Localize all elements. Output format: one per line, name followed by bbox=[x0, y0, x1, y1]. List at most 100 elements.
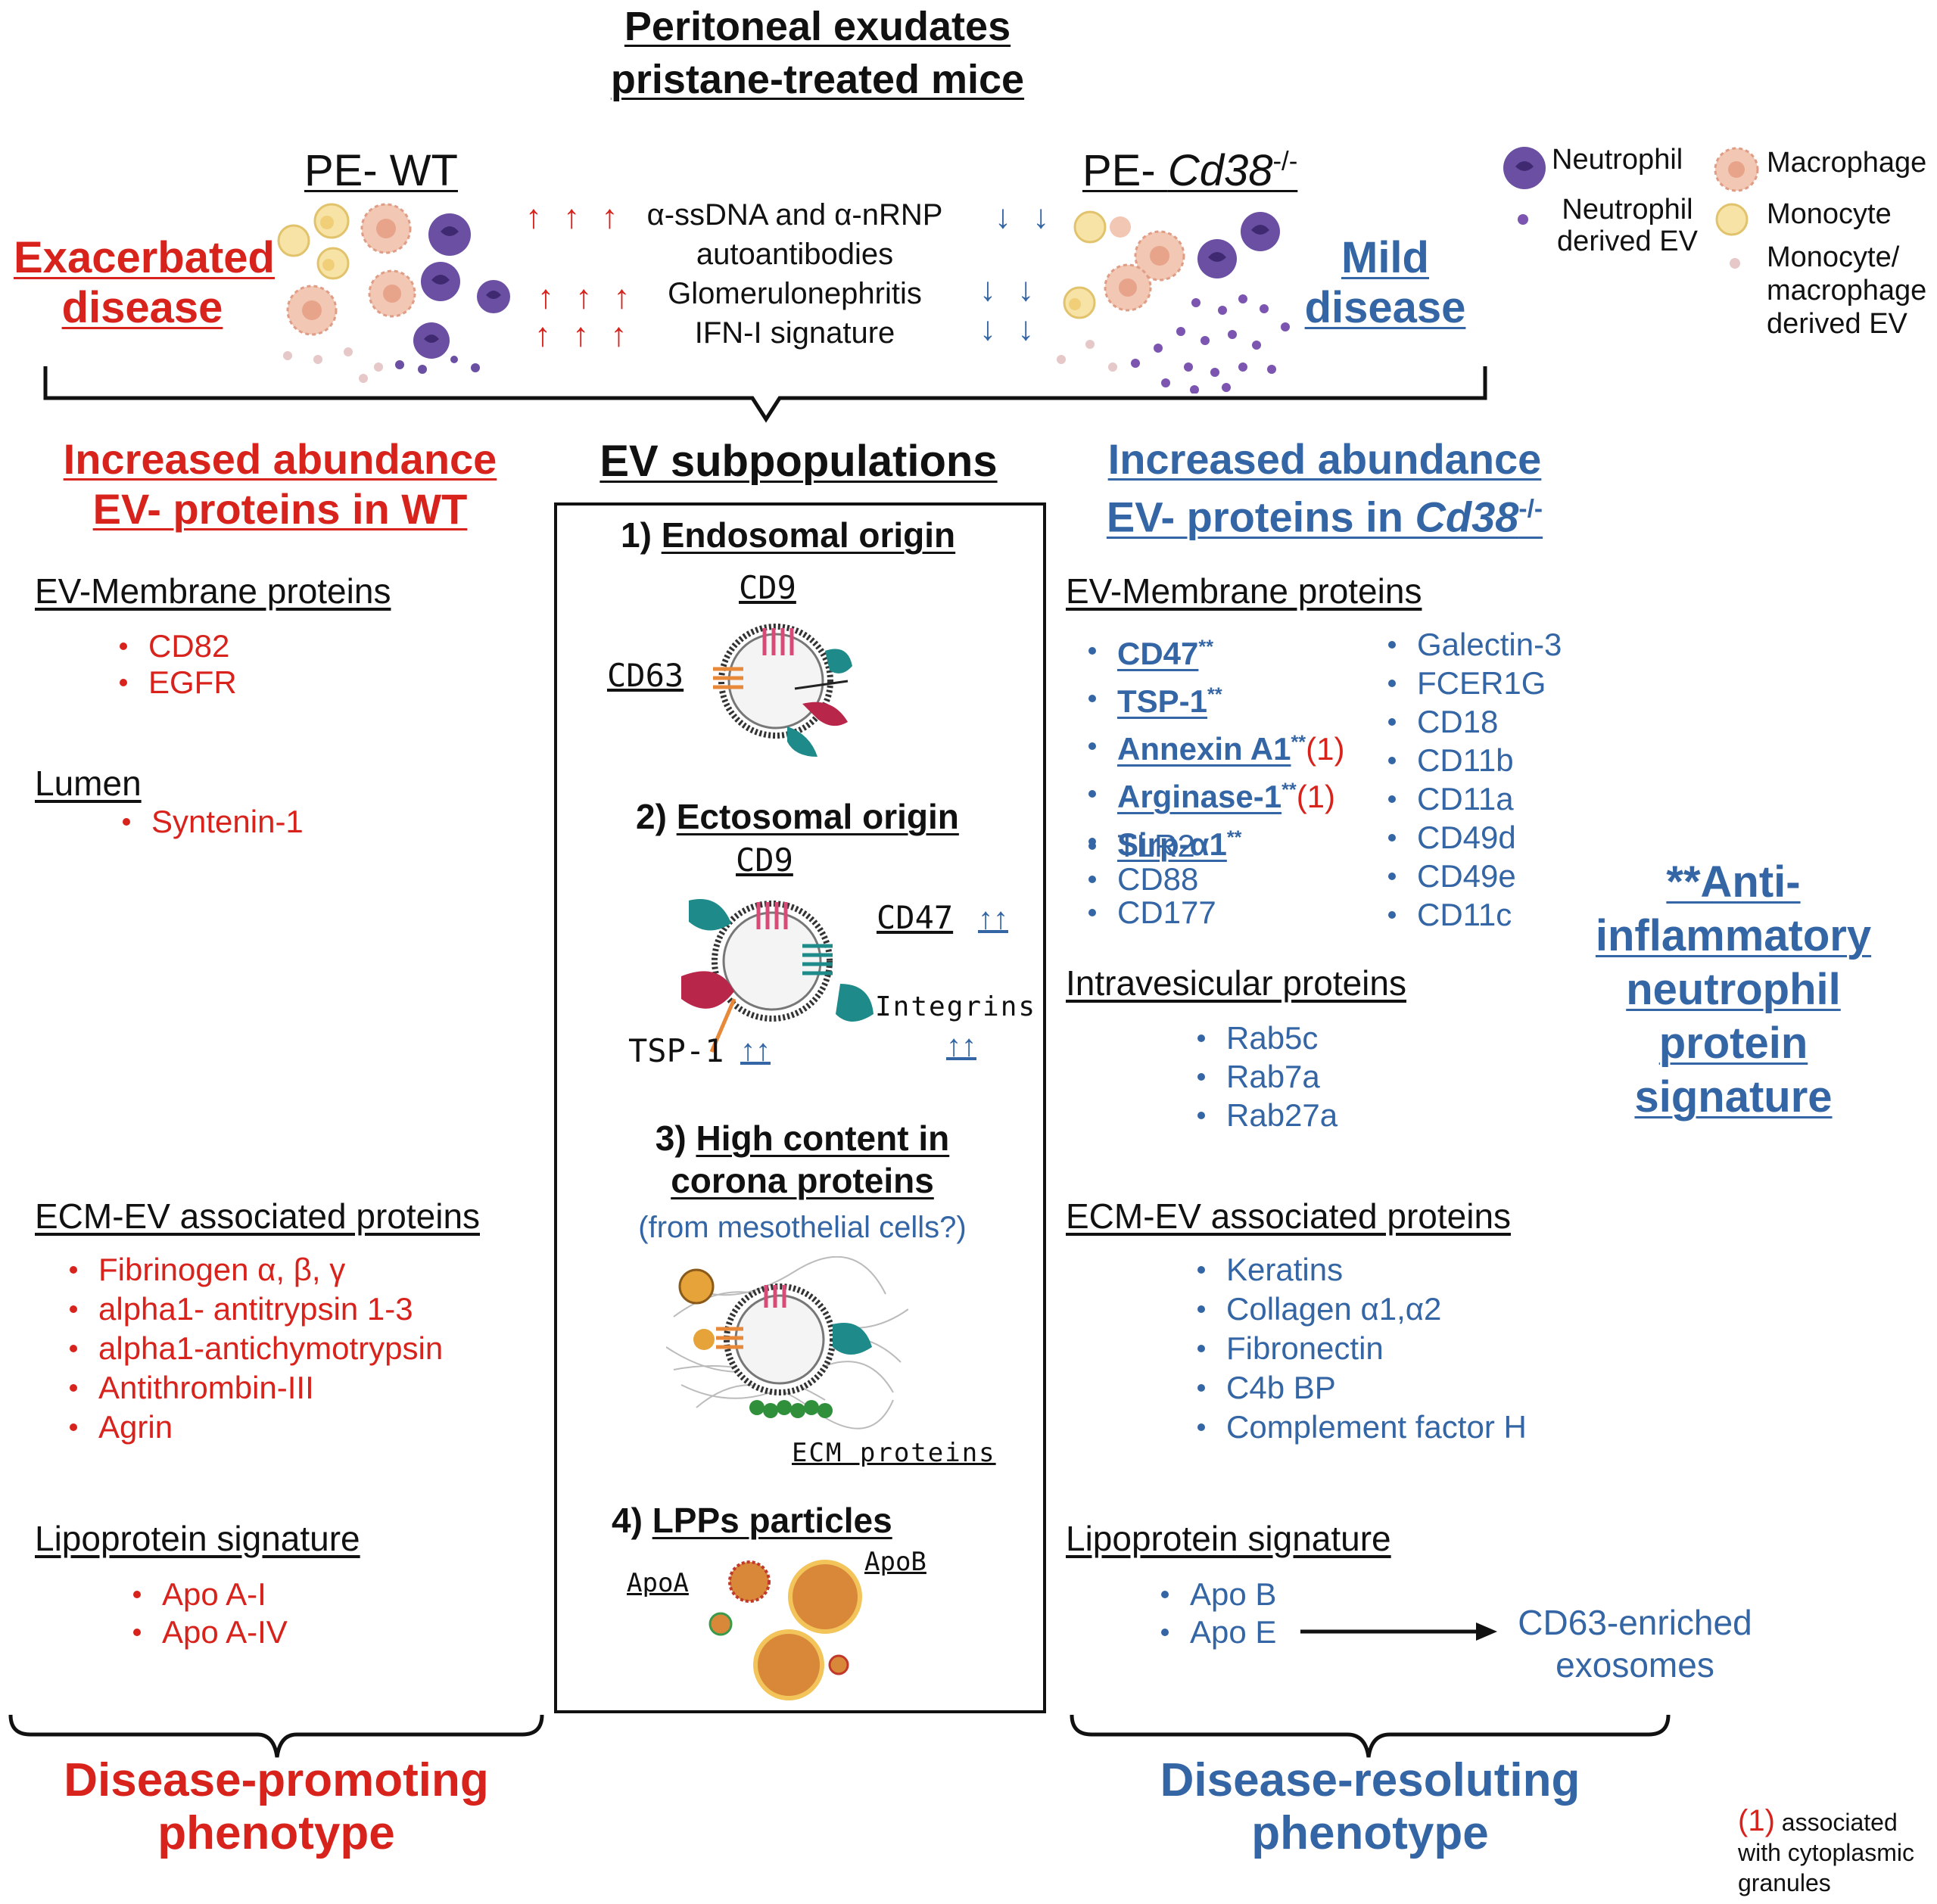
left-lumen-heading: Lumen bbox=[35, 764, 142, 803]
list-item: Rab27a bbox=[1191, 1096, 1338, 1134]
right-membrane-col1-bold: CD47** TSP-1** Annexin A1**(1) Arginase-… bbox=[1082, 627, 1344, 865]
list-item: Apo B bbox=[1155, 1576, 1276, 1613]
mono-ev-legend-icon bbox=[1730, 258, 1740, 269]
footnote: (1) associated with cytoplasmic granules bbox=[1738, 1806, 1914, 1898]
list-item: Rab7a bbox=[1191, 1057, 1338, 1096]
left-header-1: Increased abundance bbox=[63, 435, 497, 483]
right-header-2-prefix: EV- proteins in bbox=[1106, 493, 1415, 541]
neutrophil-ev-legend-icon bbox=[1518, 214, 1528, 225]
neutrophil-legend-icon bbox=[1503, 147, 1546, 189]
left-lipo-heading: Lipoprotein signature bbox=[35, 1519, 360, 1558]
endosomal-ev-icon bbox=[713, 624, 852, 757]
up-arrows-1: ↑ ↑ ↑ bbox=[525, 198, 624, 235]
list-item: C4b BP bbox=[1191, 1368, 1527, 1408]
prot-name: Arginase-1 bbox=[1117, 779, 1282, 814]
list-item: Sirp-α1** bbox=[1082, 817, 1344, 865]
lpp-particles-icon bbox=[708, 1560, 862, 1700]
list-item: Fibrinogen α, β, γ bbox=[64, 1250, 443, 1290]
mild-disease: Mild disease bbox=[1287, 233, 1484, 333]
disease-effects: α-ssDNA and α-nRNP autoantibodies Glomer… bbox=[606, 195, 984, 353]
down-arrows-1: ↓ ↓ bbox=[995, 198, 1056, 235]
right-header-1: Increased abundance bbox=[1107, 435, 1542, 483]
list-item: CD88 bbox=[1082, 863, 1216, 896]
list-item: TSP-1** bbox=[1082, 674, 1344, 722]
center-header: EV subpopulations bbox=[599, 437, 998, 486]
left-bottom-brace bbox=[8, 1714, 544, 1758]
list-item: Apo E bbox=[1155, 1613, 1276, 1651]
wt-cells-illustration bbox=[277, 203, 510, 383]
right-phenotype-1: Disease-resoluting bbox=[1160, 1754, 1580, 1806]
legend-mono-ev-1: Monocyte/ bbox=[1767, 241, 1900, 273]
s1-num: 1) bbox=[621, 515, 662, 555]
s2-tsp1: TSP-1 bbox=[628, 1032, 724, 1069]
monocyte-icon bbox=[277, 203, 350, 280]
down-arrows-2: ↓ ↓ bbox=[979, 271, 1041, 308]
list-item: Apo A-I bbox=[127, 1576, 288, 1613]
ko-label-prefix: PE- bbox=[1082, 146, 1168, 195]
list-item: CD82 bbox=[114, 628, 237, 664]
ev-dots-icon bbox=[283, 347, 480, 383]
list-item: alpha1- antitrypsin 1-3 bbox=[64, 1290, 443, 1329]
right-ecm-heading: ECM-EV associated proteins bbox=[1066, 1196, 1512, 1236]
right-lipo-heading: Lipoprotein signature bbox=[1066, 1519, 1391, 1558]
list-item: Antithrombin-III bbox=[64, 1368, 443, 1408]
list-item: CD49d bbox=[1382, 818, 1562, 857]
list-item: CD47** bbox=[1082, 627, 1344, 674]
list-item: Fibronectin bbox=[1191, 1329, 1527, 1368]
down-arrows-3: ↓ ↓ bbox=[979, 310, 1041, 347]
monocyte-legend-icon bbox=[1715, 203, 1749, 236]
list-item: CD11a bbox=[1382, 779, 1562, 818]
s2-cd9: CD9 bbox=[736, 842, 793, 879]
prot-name: CD47 bbox=[1117, 636, 1199, 671]
s2-num: 2) bbox=[636, 797, 677, 836]
s3-num: 3) bbox=[655, 1118, 696, 1158]
right-intra-heading: Intravesicular proteins bbox=[1066, 963, 1406, 1003]
footnote-line-1: associated bbox=[1774, 1809, 1898, 1836]
legend-mono-ev-2: macrophage bbox=[1767, 275, 1927, 306]
list-item: Annexin A1**(1) bbox=[1082, 722, 1344, 770]
list-item: Rab5c bbox=[1191, 1019, 1338, 1057]
right-phenotype-2: phenotype bbox=[1251, 1807, 1489, 1859]
list-item: Collagen α1,α2 bbox=[1191, 1290, 1527, 1329]
ev-subpopulations-box bbox=[554, 502, 1046, 1713]
right-membrane-col2: Galectin-3 FCER1G CD18 CD11b CD11a CD49d… bbox=[1382, 625, 1562, 934]
s3-title-1: High content in bbox=[696, 1118, 950, 1158]
effects-line-3: Glomerulonephritis bbox=[668, 277, 922, 310]
right-membrane-col1-plain: TLR2 CD88 CD177 bbox=[1082, 829, 1216, 929]
s3-title: 3) High content in corona proteins bbox=[590, 1117, 1014, 1202]
macrophage-icon bbox=[286, 203, 416, 336]
signature-line-2: inflammatory bbox=[1595, 911, 1872, 960]
left-ecm-heading: ECM-EV associated proteins bbox=[35, 1196, 481, 1236]
list-item: Syntenin-1 bbox=[117, 804, 304, 840]
footnote-mark: (1) bbox=[1738, 1804, 1775, 1837]
exacerbated-line-1: Exacerbated bbox=[14, 233, 275, 282]
mild-line-1: Mild bbox=[1341, 233, 1429, 282]
left-lipo-list: Apo A-I Apo A-IV bbox=[127, 1576, 288, 1651]
left-membrane-heading: EV-Membrane proteins bbox=[35, 571, 391, 611]
list-item: CD11c bbox=[1382, 895, 1562, 934]
s2-integrins: Integrins bbox=[875, 991, 1037, 1022]
s3-title-2: corona proteins bbox=[671, 1161, 934, 1200]
right-intra-list: Rab5c Rab7a Rab27a bbox=[1191, 1019, 1338, 1134]
signature-line-1: **Anti- bbox=[1666, 857, 1801, 907]
prot-sup: ** bbox=[1198, 636, 1213, 658]
legend-icons-left bbox=[1503, 147, 1546, 225]
legend-mono-ev: Monocyte/ macrophage derived EV bbox=[1767, 241, 1926, 341]
s4-title-text: LPPs particles bbox=[652, 1501, 892, 1540]
legend-neutrophil: Neutrophil bbox=[1552, 144, 1683, 176]
prot-sup: ** bbox=[1207, 684, 1222, 705]
monocyte-icon bbox=[1063, 210, 1107, 319]
s1-title-text: Endosomal origin bbox=[661, 515, 956, 555]
up-arrows-3: ↑ ↑ ↑ bbox=[534, 316, 634, 353]
title-line-1: Peritoneal exudates bbox=[624, 4, 1011, 49]
corona-ev-icon bbox=[666, 1256, 908, 1430]
left-phenotype-1: Disease-promoting bbox=[64, 1754, 489, 1806]
right-ecm-list: Keratins Collagen α1,α2 Fibronectin C4b … bbox=[1191, 1250, 1527, 1447]
s1-cd63: CD63 bbox=[607, 657, 684, 694]
list-item: CD11b bbox=[1382, 741, 1562, 779]
effects-line-1: α-ssDNA and α-nRNP bbox=[646, 198, 943, 232]
list-item: FCER1G bbox=[1382, 664, 1562, 702]
list-item: CD18 bbox=[1382, 702, 1562, 741]
list-item: Agrin bbox=[64, 1408, 443, 1447]
list-item: Apo A-IV bbox=[127, 1613, 288, 1651]
